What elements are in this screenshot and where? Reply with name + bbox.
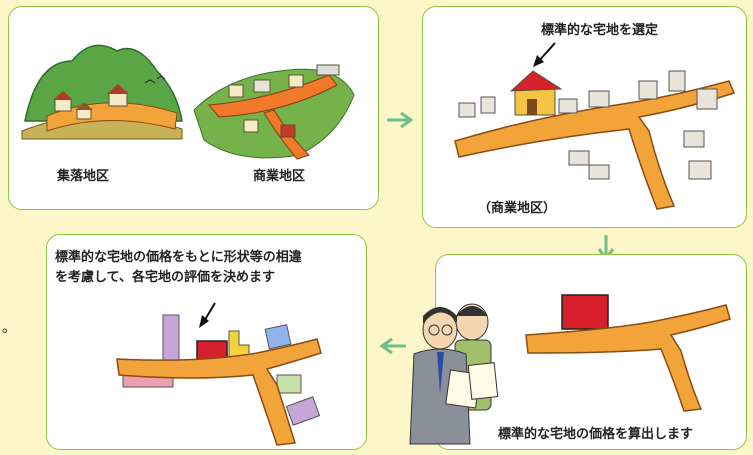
arrow-left-icon (379, 337, 406, 355)
commercial-street-illustration (454, 70, 736, 210)
evaluate-caption-line-1: 標準的な宅地の価格をもとに形状等の相違 (55, 250, 302, 265)
commercial-district-paren-label: （商業地区） (478, 201, 557, 216)
pointer-arrow-icon (533, 42, 556, 67)
pointer-arrow-icon (199, 302, 216, 328)
panel-select-standard-lot: 標準的な宅地を選定 （商業地区） (422, 6, 747, 228)
standard-lot-road-illustration (525, 294, 731, 412)
commercial-district-illustration (193, 64, 355, 160)
panel-district-types: 集落地区 商業地区 (8, 6, 379, 210)
select-standard-lot-caption: 標準的な宅地を選定 (541, 23, 659, 38)
side-mark: 。 (2, 320, 16, 336)
buildings-cluster (458, 70, 718, 180)
lots-along-road-illustration (116, 314, 322, 446)
calculate-price-caption: 標準的な宅地の価格を算出します (498, 427, 694, 442)
standard-lot-house (509, 70, 563, 116)
panel-calculate-price: 標準的な宅地の価格を算出します (435, 254, 747, 450)
panel-evaluate-each-lot: 標準的な宅地の価格をもとに形状等の相違 を考慮して、各宅地の評価を決めます (46, 234, 367, 450)
appraisers-illustration (409, 303, 499, 445)
commercial-district-label: 商業地区 (253, 169, 306, 184)
village-district-label: 集落地区 (57, 169, 110, 184)
arrow-right-icon (387, 111, 414, 129)
village-illustration (21, 44, 183, 140)
evaluate-caption-line-2: を考慮して、各宅地の評価を決めます (55, 270, 275, 285)
